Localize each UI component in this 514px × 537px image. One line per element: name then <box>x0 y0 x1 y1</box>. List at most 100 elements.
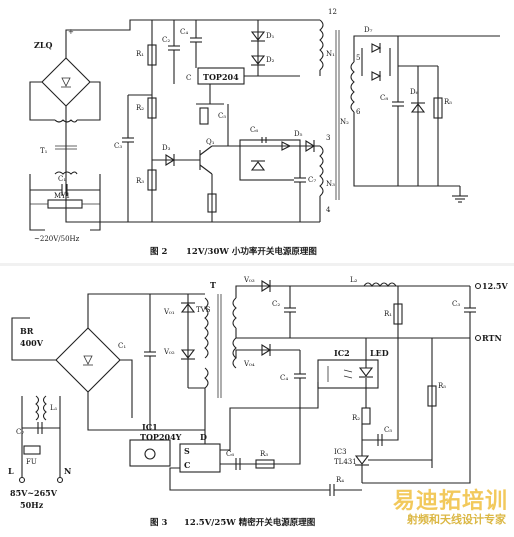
watermark: 易迪拓培训 射频和天线设计专家 <box>358 483 508 529</box>
fig3-sec-gnd <box>362 338 471 484</box>
fig3-c6-label: C₆ <box>226 450 234 458</box>
fig3-ac-left <box>11 317 56 361</box>
fig3-ac-right <box>120 359 133 418</box>
fig3-c4-label: C₄ <box>280 374 288 382</box>
fig3-c1-label: C₁ <box>118 342 126 350</box>
fig3-freq: 50Hz <box>20 500 44 510</box>
fig2-q1-emitter <box>199 164 213 175</box>
fig2-d6-label: D₆ <box>410 88 419 96</box>
fig2-c8-label: C₈ <box>380 94 388 102</box>
fig3-bridge-rectifier <box>55 327 121 393</box>
fig3-vd1-label: V₀₁ <box>163 308 175 316</box>
fig3-r3 <box>255 459 275 469</box>
fig3-ic2-label: IC2 <box>334 348 350 358</box>
fig2-winding-num-label: 12 <box>328 8 337 16</box>
fig2-c7-label: C₇ <box>308 176 316 184</box>
fig3-source-return <box>169 467 330 491</box>
fig3-out-rail <box>235 285 470 298</box>
fig2-c4-label: C₄ <box>180 28 188 36</box>
fig3-ic3-label: IC3 <box>334 448 347 456</box>
fig2-c3-label: C₃ <box>114 142 122 150</box>
fig2-q1-collector <box>199 145 213 156</box>
fig2-q1-label: Q₁ <box>206 138 215 146</box>
fig2-zlq-label: ZLQ <box>34 40 52 50</box>
fig2-out-zener <box>410 103 426 113</box>
fig3-fu-label: FU <box>26 458 37 466</box>
fig3-vout-terminal <box>474 282 482 290</box>
watermark-brand: 易迪拓培训 <box>392 489 508 514</box>
fig3-vd2-diode <box>180 349 196 359</box>
figure-separator <box>0 263 514 266</box>
fig2-input-transformer <box>54 119 78 175</box>
fig2-n3-label: N₃ <box>326 180 335 188</box>
fig3-c1-gap <box>144 352 156 356</box>
fig3-c7-label: C₇ <box>16 428 24 436</box>
fig3-caption-title: 12.5V/25W 精密开关电源原理图 <box>184 517 315 528</box>
fig2-c3-gap <box>122 138 134 142</box>
fig3-r4-label: R₄ <box>336 476 344 484</box>
fig2-varistor-body <box>47 199 83 209</box>
fig2-caption-number: 图 2 <box>150 247 167 257</box>
fig2-top-rail <box>65 19 320 58</box>
fig3-input-choke <box>35 395 47 421</box>
fig3-c-pin-label: C <box>184 460 190 470</box>
fig2-bottom-rail <box>65 106 320 223</box>
fig2-d5-label: D₅ <box>294 130 303 138</box>
fig2-n2-label: N₂ <box>340 118 349 126</box>
fig2-pin5-label: 5 <box>356 54 360 62</box>
fig3-ic1-label: IC1 <box>142 422 158 432</box>
fig3-led-label: LED <box>370 348 389 358</box>
fig3-tl431 <box>354 455 370 465</box>
fig3-optocoupler <box>317 359 379 389</box>
figure-2-schematic: ZLQ + T₁ C₁ MY1 ~220V/50Hz R₁ R₂ R₃ C₃ C… <box>0 0 514 262</box>
fig2-bridge-rectifier <box>41 57 91 107</box>
fig3-c3-gap <box>464 308 476 312</box>
fig3-l-label: L <box>8 466 14 476</box>
fig3-vd4-diode <box>261 344 272 356</box>
fig3-opto-c-wire <box>220 382 319 451</box>
fig2-my1-label: MY1 <box>54 192 70 200</box>
fig2-caption-title: 12V/30W 小功率开关电源原理图 <box>186 246 317 257</box>
fig2-top204-label: TOP204 <box>203 72 239 82</box>
fig3-l2-label: L₂ <box>350 276 358 284</box>
fig3-rtn-rail <box>235 328 470 339</box>
fig2-output-diodes <box>361 43 391 81</box>
fig2-input-right <box>90 174 101 231</box>
fig3-r2-label: R₂ <box>352 414 360 422</box>
fig2-c6-label: C₆ <box>250 126 258 134</box>
fig3-schematic-svg: BR 400V C₁ L₁ C₇ FU L N 85V~265V 50Hz TV… <box>8 276 508 528</box>
fig3-opto-led <box>358 367 374 377</box>
fig2-n1-label: N₁ <box>326 50 335 58</box>
fig3-n-label: N <box>64 466 71 476</box>
fig2-r2 <box>147 97 157 119</box>
fig2-d6-diode <box>305 140 316 152</box>
fig2-d2-diode <box>250 55 266 65</box>
fig3-hv-rail <box>87 293 205 328</box>
fig2-c7-gap <box>294 178 306 182</box>
fig2-r2-label: R₂ <box>136 104 144 112</box>
fig3-s-pin-label: S <box>184 446 190 456</box>
fig3-l-terminal <box>18 476 26 484</box>
fig2-sec-bottom <box>353 112 460 187</box>
fig2-t1-label: T₁ <box>40 147 48 155</box>
watermark-tagline: 射频和天线设计专家 <box>407 513 506 526</box>
fig2-ac-wire-left <box>29 81 55 121</box>
fig3-ic3-part: TL431 <box>334 458 357 466</box>
fig3-br-voltage: 400V <box>20 338 44 348</box>
fig2-c2-label: C₂ <box>162 36 170 44</box>
fig2-c5-label: C₅ <box>218 112 226 120</box>
fig3-vd3-diode <box>261 280 272 292</box>
fig2-d5-diode <box>281 141 292 151</box>
fig2-d-out-label: D₇ <box>364 26 373 34</box>
fig3-vd2-label: V₀₂ <box>163 348 175 356</box>
fig3-ac-range: 85V~265V <box>10 488 58 498</box>
fig3-gnd-rail <box>87 392 205 431</box>
fig2-c4-gap <box>190 38 202 42</box>
fig2-d2-label: D₂ <box>266 56 275 64</box>
fig3-control-wire <box>220 408 301 465</box>
fig3-caption-number: 图 3 <box>150 518 167 528</box>
fig2-c-pin-label: C <box>186 74 191 82</box>
figure-3-schematic: BR 400V C₁ L₁ C₇ FU L N 85V~265V 50Hz TV… <box>0 268 514 533</box>
fig3-c2-gap <box>284 308 296 312</box>
fig2-r-emitter <box>207 193 217 213</box>
